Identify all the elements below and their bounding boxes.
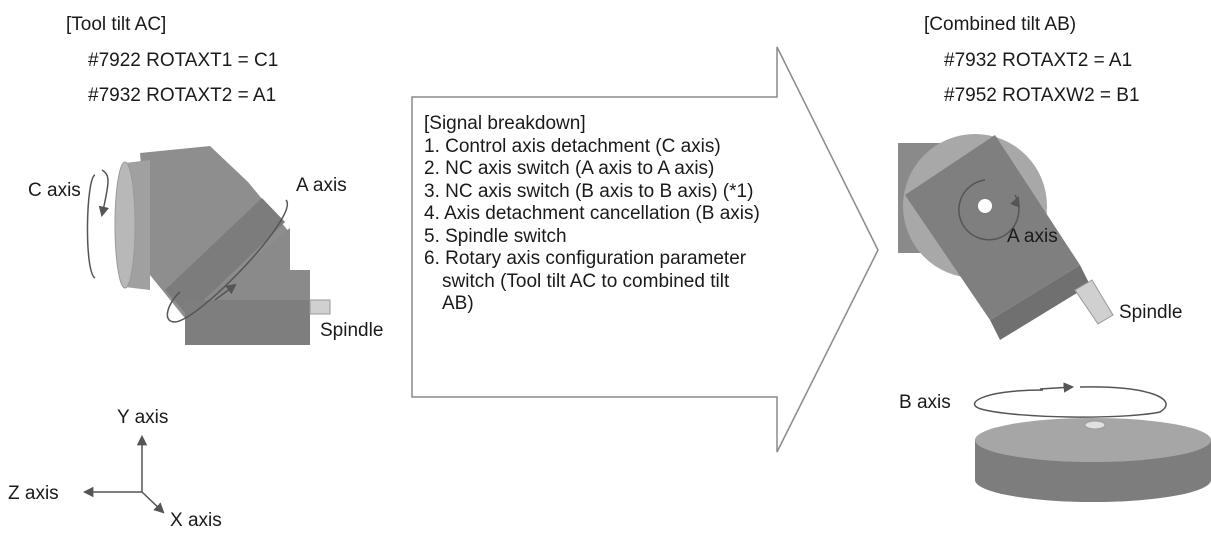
breakdown-title: [Signal breakdown] <box>424 113 586 134</box>
left-param-2: #7932 ROTAXT2 = A1 <box>88 85 277 106</box>
breakdown-item-cont: switch (Tool tilt AC to combined tilt <box>442 270 730 292</box>
a-axis-label-left: A axis <box>296 175 347 196</box>
breakdown-item: 3. NC axis switch (B axis to B axis) (*1… <box>424 180 754 202</box>
c-axis-label: C axis <box>28 180 81 201</box>
breakdown-item: 1. Control axis detachment (C axis) <box>424 135 721 157</box>
z-axis-label: Z axis <box>8 483 59 504</box>
breakdown-item: 4. Axis detachment cancellation (B axis) <box>424 203 760 224</box>
breakdown-item: 5. Spindle switch <box>424 225 567 247</box>
signal-breakdown: [Signal breakdown] 1. Control axis detac… <box>424 113 864 316</box>
tool-head-ac <box>114 146 331 345</box>
right-param-1: #7932 ROTAXT2 = A1 <box>944 50 1133 71</box>
left-title: [Tool tilt AC] <box>66 14 167 35</box>
y-axis-label: Y axis <box>117 407 169 428</box>
x-axis-label: X axis <box>170 510 222 531</box>
transition-arrow <box>411 46 879 453</box>
spindle-label-left: Spindle <box>320 320 384 341</box>
c-axis-rotation-arrow-2 <box>98 169 109 218</box>
c-axis-rotation-arrow <box>86 174 96 279</box>
breakdown-item-cont: AB) <box>442 293 474 314</box>
spindle-label-right: Spindle <box>1119 302 1183 323</box>
b-axis-label: B axis <box>899 392 951 413</box>
rotary-table <box>973 382 1211 502</box>
breakdown-item: 2. NC axis switch (A axis to A axis) <box>424 158 715 179</box>
right-title: [Combined tilt AB) <box>924 14 1077 35</box>
left-param-1: #7922 ROTAXT1 = C1 <box>88 50 279 71</box>
right-param-2: #7952 ROTAXW2 = B1 <box>944 85 1140 106</box>
a-axis-rotation-arrow <box>166 199 289 323</box>
coordinate-axes <box>82 434 165 514</box>
a-axis-label-right: A axis <box>1007 226 1058 247</box>
breakdown-item: 6. Rotary axis configuration parameter <box>424 248 747 269</box>
tool-head-ab <box>898 134 1114 340</box>
